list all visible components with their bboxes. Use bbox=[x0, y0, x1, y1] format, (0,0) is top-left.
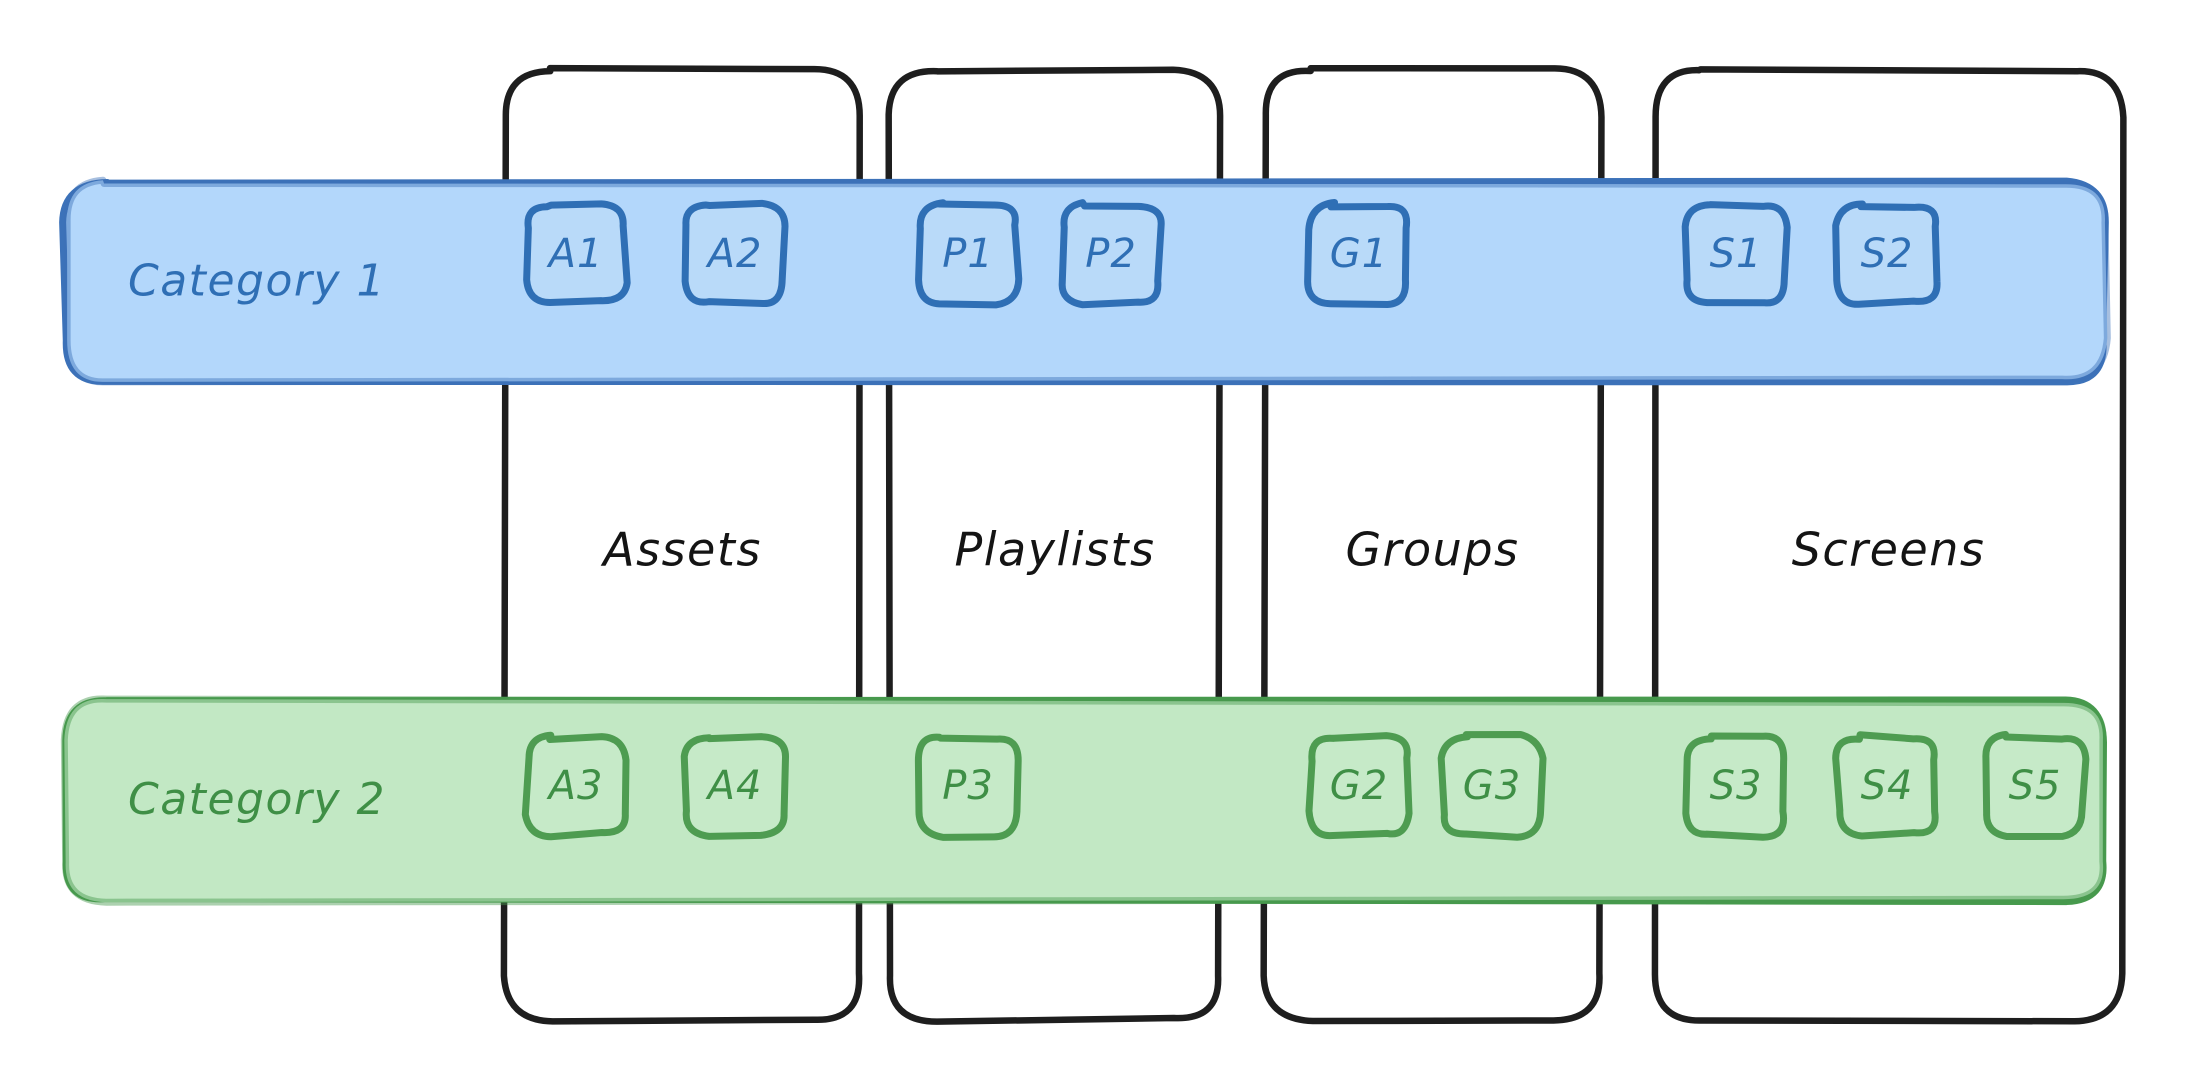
chip-outline bbox=[1982, 731, 2090, 841]
chip-label: A2 bbox=[705, 231, 763, 277]
chip-g2[interactable]: G2 bbox=[1305, 732, 1413, 840]
chip-outline bbox=[1437, 731, 1547, 841]
category-label-category-1: Category 1 bbox=[128, 256, 386, 307]
chip-outline bbox=[1305, 732, 1413, 840]
chip-label: S1 bbox=[1710, 231, 1763, 277]
chip-label: A3 bbox=[546, 763, 604, 809]
chip-outline bbox=[1058, 199, 1165, 309]
category-labels-layer: Category 1 Category 2 bbox=[128, 256, 386, 826]
column-title-screens: Screens bbox=[1792, 523, 1986, 577]
column-title-groups: Groups bbox=[1345, 523, 1519, 577]
column-title-playlists: Playlists bbox=[955, 523, 1156, 577]
chip-label: S3 bbox=[1710, 763, 1763, 809]
chip-g3[interactable]: G3 bbox=[1437, 731, 1547, 841]
chip-a3[interactable]: A3 bbox=[521, 731, 630, 841]
chip-label: A4 bbox=[705, 763, 763, 809]
chip-label: S2 bbox=[1861, 231, 1914, 277]
chip-label: G2 bbox=[1330, 763, 1388, 809]
chip-label: S4 bbox=[1861, 763, 1914, 809]
chip-outline bbox=[681, 199, 789, 308]
chip-s3[interactable]: S3 bbox=[1682, 732, 1788, 841]
chip-label: G3 bbox=[1463, 763, 1521, 809]
chip-p2[interactable]: P2 bbox=[1058, 199, 1165, 309]
chip-label: P1 bbox=[942, 231, 994, 277]
chip-outline bbox=[1832, 200, 1941, 308]
chip-s5[interactable]: S5 bbox=[1982, 731, 2090, 841]
chip-p3[interactable]: P3 bbox=[914, 733, 1022, 841]
chip-a1[interactable]: A1 bbox=[523, 200, 631, 306]
chip-label: G1 bbox=[1330, 231, 1388, 277]
chip-outline bbox=[914, 733, 1022, 841]
chip-outline bbox=[523, 200, 631, 306]
chip-a2[interactable]: A2 bbox=[681, 199, 789, 308]
chip-g1[interactable]: G1 bbox=[1304, 199, 1411, 309]
chip-outline bbox=[521, 731, 630, 841]
chip-s1[interactable]: S1 bbox=[1681, 201, 1791, 307]
chip-outline bbox=[915, 199, 1023, 309]
chip-outline bbox=[1832, 731, 1939, 840]
chip-outline bbox=[680, 733, 789, 840]
chip-outline bbox=[1682, 732, 1788, 841]
column-titles-layer: Assets Playlists Groups Screens bbox=[600, 523, 1986, 577]
chip-label: P3 bbox=[942, 763, 994, 809]
chip-outline bbox=[1304, 199, 1411, 309]
chip-label: S5 bbox=[2009, 763, 2062, 809]
chip-s2[interactable]: S2 bbox=[1832, 200, 1941, 308]
chip-p1[interactable]: P1 bbox=[915, 199, 1023, 309]
chip-s4[interactable]: S4 bbox=[1832, 731, 1939, 840]
chip-outline bbox=[1681, 201, 1791, 307]
chip-a4[interactable]: A4 bbox=[680, 733, 789, 840]
chip-label: P2 bbox=[1085, 231, 1137, 277]
column-title-assets: Assets bbox=[600, 523, 762, 577]
chip-label: A1 bbox=[546, 231, 604, 277]
category-label-category-2: Category 2 bbox=[128, 774, 386, 825]
